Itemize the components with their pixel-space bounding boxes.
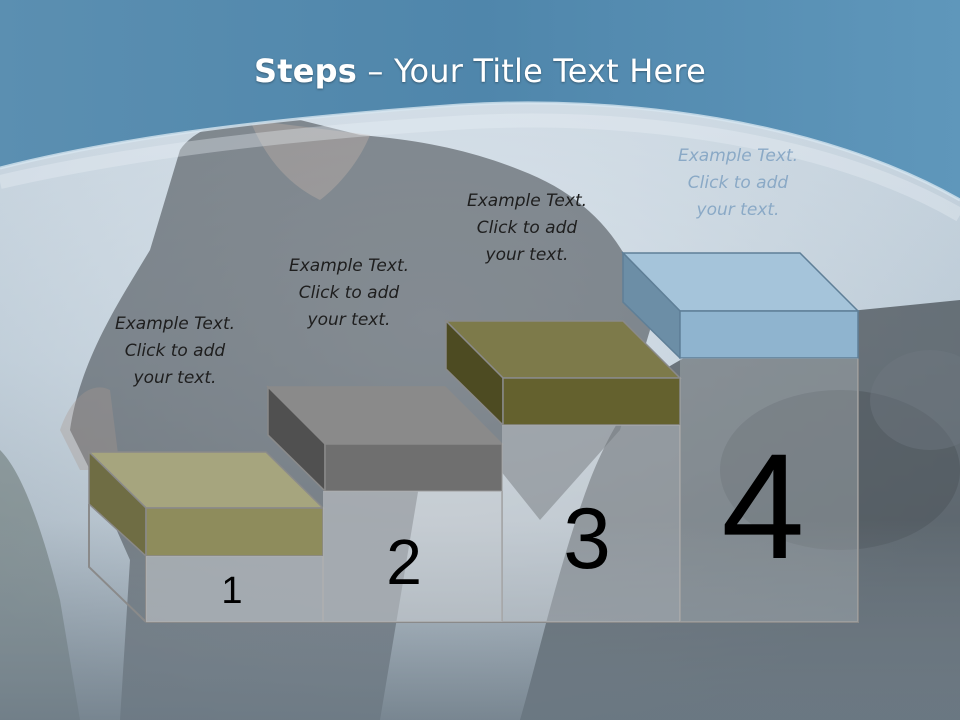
step-1-caption-line-1: Example Text. — [114, 314, 236, 334]
title-bold: Steps — [254, 52, 358, 90]
step-1-caption-line-3: your text. — [133, 368, 217, 388]
step-1-caption[interactable]: Example Text. Click to add your text. — [80, 311, 270, 392]
step-3-caption-line-1: Example Text. — [466, 191, 588, 211]
step-1-block[interactable] — [87, 450, 325, 622]
step-3-caption[interactable]: Example Text. Click to add your text. — [432, 188, 622, 269]
step-4-number: 4 — [721, 422, 804, 590]
step-4-caption[interactable]: Example Text. Click to add your text. — [643, 143, 833, 224]
step-1-number: 1 — [221, 570, 242, 612]
step-1-caption-line-2: Click to add — [124, 341, 226, 361]
step-3-number: 3 — [563, 491, 611, 587]
step-2-number: 2 — [386, 526, 422, 598]
step-2-block[interactable] — [266, 385, 504, 622]
step-3-block[interactable] — [444, 319, 682, 622]
step-2-caption-line-1: Example Text. — [288, 256, 410, 276]
step-4-caption-line-2: Click to add — [687, 173, 789, 193]
step-4-block[interactable] — [621, 251, 860, 622]
page-title: Steps – Your Title Text Here — [0, 52, 960, 90]
title-rest: – Your Title Text Here — [357, 52, 706, 90]
step-2-caption-line-2: Click to add — [298, 283, 400, 303]
step-4-caption-line-3: your text. — [696, 200, 780, 220]
step-3-caption-line-3: your text. — [485, 245, 569, 265]
step-2-caption[interactable]: Example Text. Click to add your text. — [254, 253, 444, 334]
step-3-caption-line-2: Click to add — [476, 218, 578, 238]
step-4-caption-line-1: Example Text. — [677, 146, 799, 166]
step-2-caption-line-3: your text. — [307, 310, 391, 330]
